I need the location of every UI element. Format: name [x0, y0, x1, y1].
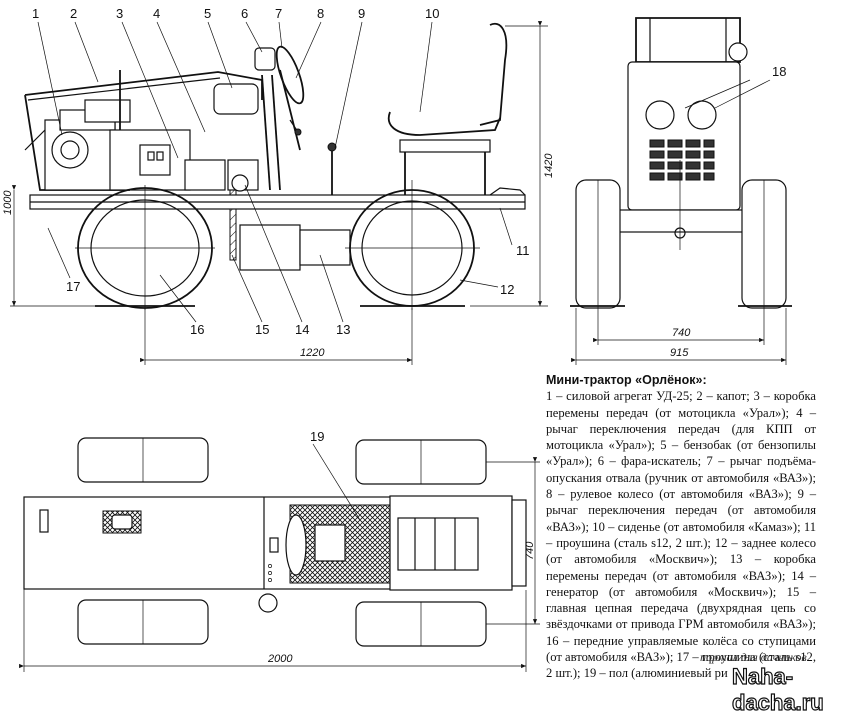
dim-front-width: 915: [670, 347, 689, 359]
front-view: 18 740 915: [570, 17, 792, 365]
chain-drive: [229, 189, 237, 261]
callout-9: 9: [358, 6, 365, 21]
gearbox: [184, 159, 226, 191]
dim-front-track: 740: [672, 327, 691, 339]
callout-8: 8: [317, 6, 324, 21]
rear-gearbox: [239, 224, 301, 271]
watermark-site: Naha-dacha.ru: [731, 663, 824, 715]
top-view: 19 2000 740: [19, 429, 540, 672]
side-callouts: [37, 21, 513, 323]
top-steering-wheel: [285, 514, 307, 576]
callout-11: 11: [516, 243, 530, 258]
callout-16: 16: [190, 322, 204, 337]
callout-7: 7: [275, 6, 282, 21]
callout-4: 4: [153, 6, 160, 21]
radiator-grille: [649, 139, 715, 181]
fuel-tank: [213, 83, 259, 115]
technical-drawing: 1 2 3 4 5 6 7 8 9 10 11 12 13 14 15 16 1…: [2, 6, 792, 672]
side-view: 1 2 3 4 5 6 7 8 9 10 11 12 13 14 15 16 1…: [2, 6, 555, 365]
callout-2: 2: [70, 6, 77, 21]
dim-wheelbase: 1220: [300, 347, 325, 359]
dim-top-track: 740: [524, 541, 536, 560]
callout-15: 15: [255, 322, 269, 337]
caption-body: 1 – силовой агрегат УД-25; 2 – капот; 3 …: [546, 389, 816, 681]
callout-13: 13: [336, 322, 350, 337]
top-hood: [389, 495, 513, 591]
callout-3: 3: [116, 6, 123, 21]
callout-6: 6: [241, 6, 248, 21]
callout-5: 5: [204, 6, 211, 21]
headlight: [254, 47, 276, 71]
caption: Мини-трактор «Орлёнок»: 1 – силовой агре…: [546, 372, 816, 682]
dim-top-length: 2000: [267, 653, 293, 665]
callout-17: 17: [66, 279, 80, 294]
callout-12: 12: [500, 282, 514, 297]
callout-1: 1: [32, 6, 39, 21]
callout-18: 18: [772, 64, 786, 79]
dim-side-height: 1000: [2, 190, 14, 215]
dim-side-total-height: 1420: [543, 153, 555, 178]
callout-19: 19: [310, 429, 324, 444]
caption-title: Мини-трактор «Орлёнок»:: [546, 373, 707, 387]
watermark-tagline: портал для дачников: [700, 650, 807, 664]
headlight-left: [645, 100, 675, 130]
seat: [387, 22, 508, 195]
callout-14: 14: [295, 322, 309, 337]
callout-10: 10: [425, 6, 439, 21]
engine: [24, 70, 191, 191]
steering-wheel: [275, 45, 305, 105]
